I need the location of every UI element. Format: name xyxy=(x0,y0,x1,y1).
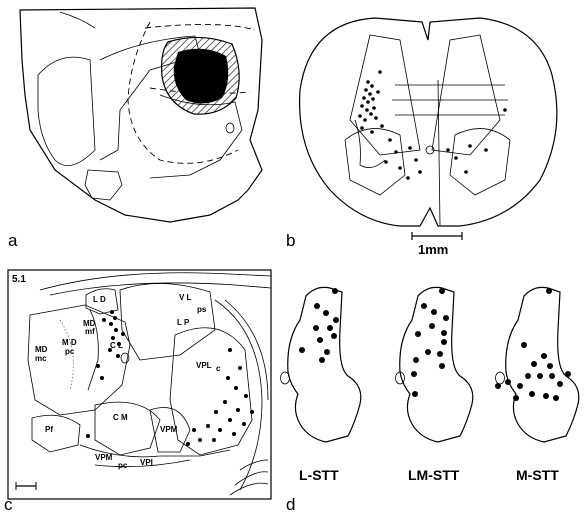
svg-text:L D: L D xyxy=(93,295,106,304)
svg-text:VPI: VPI xyxy=(140,458,153,467)
svg-text:M D: M D xyxy=(62,338,77,347)
label-lm-stt: LM-STT xyxy=(408,467,460,483)
svg-text:VPM: VPM xyxy=(160,425,178,434)
lesion-core xyxy=(174,49,229,104)
svg-text:L P: L P xyxy=(177,318,190,327)
panel-c-labels: L D V L ps L P MD mf MD mc M D pc C L VP… xyxy=(35,293,221,470)
svg-text:c: c xyxy=(216,364,221,373)
panel-d-outline-m-stt xyxy=(496,287,579,442)
panel-b-spinal-cord-section xyxy=(300,18,557,226)
svg-text:Pf: Pf xyxy=(45,425,53,434)
svg-text:VPM: VPM xyxy=(95,453,113,462)
svg-text:C L: C L xyxy=(110,341,123,350)
panel-a-brainstem-section xyxy=(20,8,262,222)
panel-b-scale-bar xyxy=(412,232,462,240)
svg-text:mc: mc xyxy=(35,354,47,363)
svg-text:MD: MD xyxy=(35,345,48,354)
svg-text:pc: pc xyxy=(65,347,75,356)
panel-b-letter: b xyxy=(286,231,295,250)
svg-text:pc: pc xyxy=(118,461,128,470)
panel-a-letter: a xyxy=(8,231,18,250)
panel-d-letter: d xyxy=(286,495,295,513)
svg-text:ps: ps xyxy=(197,305,207,314)
svg-text:V L: V L xyxy=(179,293,192,302)
panel-c-scale-bar xyxy=(16,482,36,490)
panel-d-dots-lm-stt xyxy=(411,288,449,397)
scale-bar-label: 1mm xyxy=(418,242,448,257)
panel-c-section-number: 5.1 xyxy=(12,274,26,285)
panel-d-outline-l-stt xyxy=(281,287,361,442)
panel-a-lesion xyxy=(162,37,240,114)
label-l-stt: L-STT xyxy=(299,467,339,483)
svg-text:C M: C M xyxy=(113,413,128,422)
label-m-stt: M-STT xyxy=(516,467,559,483)
panel-c-letter: c xyxy=(4,495,13,513)
svg-text:VPL: VPL xyxy=(196,361,212,370)
svg-text:mf: mf xyxy=(85,327,95,336)
